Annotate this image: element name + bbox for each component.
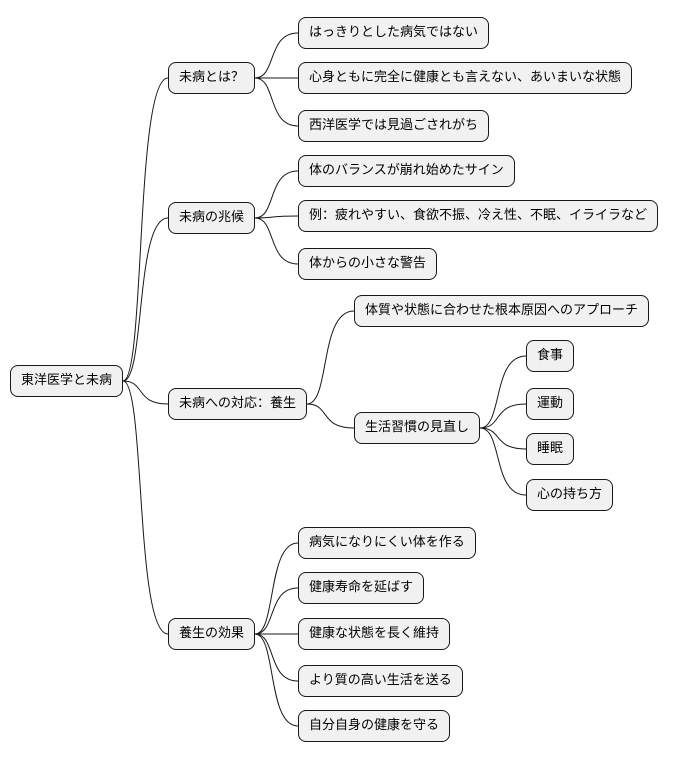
- connector-line: [122, 380, 169, 635]
- connector-line: [306, 310, 355, 405]
- branch-node-effects: 養生の効果: [168, 618, 256, 650]
- connector-line: [254, 32, 299, 79]
- connector-line: [479, 427, 527, 496]
- leaf-node: はっきりとした病気ではない: [298, 17, 490, 49]
- connector-line: [122, 77, 169, 382]
- connector-line: [122, 380, 169, 405]
- leaf-node: 心の持ち方: [526, 479, 614, 511]
- branch-node-what-is-mibyou: 未病とは？: [168, 62, 256, 94]
- connector-line: [254, 633, 299, 682]
- sub-branch-node-lifestyle: 生活習慣の見直し: [354, 412, 481, 444]
- connector-line: [254, 542, 299, 635]
- leaf-node: より質の高い生活を送る: [298, 665, 463, 697]
- connector-line: [479, 403, 527, 429]
- leaf-node: 体のバランスが崩れ始めたサイン: [298, 155, 515, 187]
- connector-line: [254, 215, 299, 219]
- leaf-node: 心身ともに完全に健康とも言えない、あいまいな状態: [298, 62, 633, 94]
- branch-node-response-yojo: 未病への対応：養生: [168, 388, 308, 420]
- connector-line: [479, 355, 527, 429]
- leaf-node: 運動: [526, 388, 575, 420]
- leaf-node: 睡眠: [526, 433, 575, 465]
- leaf-node: 自分自身の健康を守る: [298, 710, 451, 742]
- connector-line: [254, 77, 299, 127]
- leaf-node: 体質や状態に合わせた根本原因へのアプローチ: [354, 295, 650, 327]
- leaf-node: 健康な状態を長く維持: [298, 618, 451, 650]
- connector-line: [254, 170, 299, 219]
- connector-line: [122, 217, 169, 382]
- leaf-node: 健康寿命を延ばす: [298, 572, 425, 604]
- connector-line: [306, 403, 355, 429]
- root-node: 東洋医学と未病: [10, 365, 124, 397]
- connector-line: [254, 633, 299, 727]
- leaf-node: 西洋医学では見過ごされがち: [298, 110, 490, 142]
- leaf-node: 体からの小さな警告: [298, 248, 438, 280]
- branch-node-signs: 未病の兆候: [168, 202, 256, 234]
- leaf-node: 食事: [526, 340, 575, 372]
- leaf-node: 例：疲れやすい、食欲不振、冷え性、不眠、イライラなど: [298, 200, 659, 232]
- leaf-node: 病気になりにくい体を作る: [298, 527, 476, 559]
- connector-line: [479, 427, 527, 450]
- connector-line: [254, 217, 299, 265]
- connector-line: [254, 587, 299, 635]
